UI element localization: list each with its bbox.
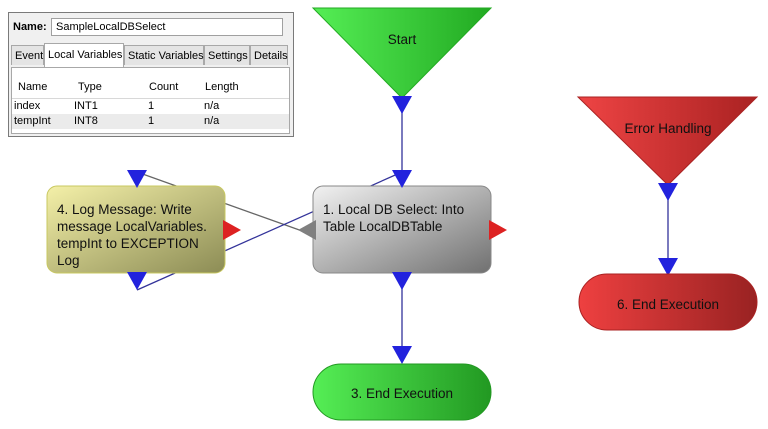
cell-length: n/a [204, 115, 220, 127]
cell-name: index [14, 100, 41, 112]
log-error-port[interactable] [223, 220, 241, 240]
cell-count: 1 [148, 115, 155, 127]
properties-panel: Name: SampleLocalDBSelect Event Local Va… [8, 12, 294, 137]
log-message-label: 4. Log Message: Write message LocalVaria… [57, 201, 223, 269]
start-node[interactable] [311, 7, 493, 99]
log-output-port[interactable] [127, 272, 147, 290]
cell-type: INT8 [74, 115, 98, 127]
column-header-name[interactable]: Name [18, 81, 48, 93]
column-header-type[interactable]: Type [78, 81, 102, 93]
variables-table: Name Type Count Length index INT1 1 n/a … [11, 67, 290, 134]
start-label: Start [387, 32, 417, 47]
log-message-line: Log [57, 253, 80, 268]
log-message-line: tempInt to EXCEPTION [57, 236, 199, 251]
start-output-port[interactable] [392, 96, 412, 114]
local-db-select-label: 1. Local DB Select: Into Table LocalDBTa… [323, 201, 489, 235]
name-label: Name: [13, 21, 47, 33]
tab-local-variables[interactable]: Local Variables [44, 43, 124, 67]
table-header: Name Type Count Length [12, 68, 289, 99]
log-message-line: message LocalVariables. [57, 219, 207, 234]
end-execution-3-node[interactable] [312, 363, 492, 421]
db-select-line: Table LocalDBTable [323, 219, 443, 234]
cell-name: tempInt [14, 115, 51, 127]
cell-type: INT1 [74, 100, 98, 112]
error-output-port[interactable] [658, 183, 678, 201]
db-output-port[interactable] [392, 272, 412, 290]
end-execution-3-label: 3. End Execution [350, 386, 454, 401]
end6-input-port[interactable] [658, 258, 678, 276]
table-row[interactable]: index INT1 1 n/a [12, 99, 289, 114]
db-select-line: 1. Local DB Select: Into [323, 202, 465, 217]
tab-details[interactable]: Details [250, 45, 288, 65]
end-execution-6-label: 6. End Execution [616, 297, 720, 312]
cell-length: n/a [204, 100, 220, 112]
error-handling-label: Error Handling [624, 121, 712, 136]
end3-input-port[interactable] [392, 346, 412, 364]
db-input-port[interactable] [392, 170, 412, 188]
db-exception-port[interactable] [298, 220, 316, 240]
table-row[interactable]: tempInt INT8 1 n/a [12, 114, 289, 129]
column-header-length[interactable]: Length [205, 81, 239, 93]
cell-count: 1 [148, 100, 155, 112]
tab-settings[interactable]: Settings [204, 45, 250, 65]
name-field[interactable]: SampleLocalDBSelect [51, 18, 283, 36]
end-execution-6-node[interactable] [578, 273, 758, 331]
tab-bar: Event Local Variables Static Variables S… [11, 43, 291, 67]
column-header-count[interactable]: Count [149, 81, 179, 93]
tab-event[interactable]: Event [11, 45, 44, 65]
tab-static-variables[interactable]: Static Variables [124, 45, 204, 65]
error-handling-node[interactable] [576, 96, 759, 186]
db-error-port[interactable] [489, 220, 507, 240]
log-input-port[interactable] [127, 170, 147, 188]
log-message-line: 4. Log Message: Write [57, 202, 192, 217]
